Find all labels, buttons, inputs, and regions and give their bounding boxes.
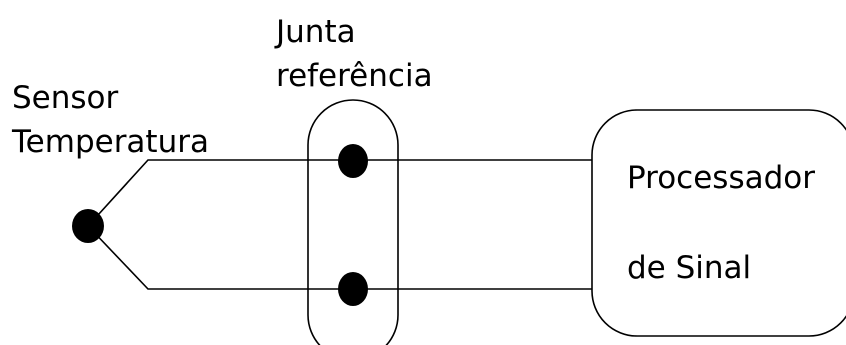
- sensor-label-line2: Temperatura: [12, 124, 209, 160]
- sensor-junction-dot: [72, 209, 104, 243]
- sensor-wire-bottom: [87, 225, 592, 290]
- reference-junction-enclosure: [307, 99, 399, 345]
- processor-label-line2: de Sinal: [627, 250, 752, 286]
- signal-processor-box: [591, 109, 846, 337]
- junction-label-line2: referência: [276, 58, 433, 94]
- processor-label-line1: Processador: [627, 160, 815, 196]
- sensor-label-line1: Sensor: [12, 80, 119, 116]
- reference-junction-dot-bottom: [338, 272, 368, 306]
- sensor-wire-top: [87, 159, 592, 227]
- junction-label-line1: Junta: [276, 14, 356, 50]
- reference-junction-dot-top: [338, 144, 368, 178]
